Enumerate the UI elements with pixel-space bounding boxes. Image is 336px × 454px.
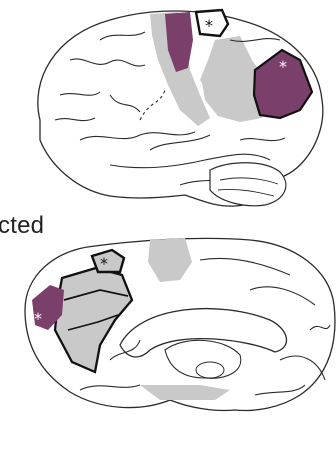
medial-asterisk-white: * bbox=[34, 309, 42, 328]
lateral-asterisk-black: * bbox=[205, 16, 213, 35]
medial-asterisk-black: * bbox=[100, 254, 108, 273]
medial-thalamus-inner bbox=[196, 362, 224, 378]
cropped-caption-word: cted bbox=[0, 212, 44, 240]
lateral-asterisk-white: * bbox=[279, 57, 287, 76]
lateral-brain-view: * * bbox=[38, 10, 323, 206]
medial-brain-view: * * bbox=[25, 238, 335, 411]
